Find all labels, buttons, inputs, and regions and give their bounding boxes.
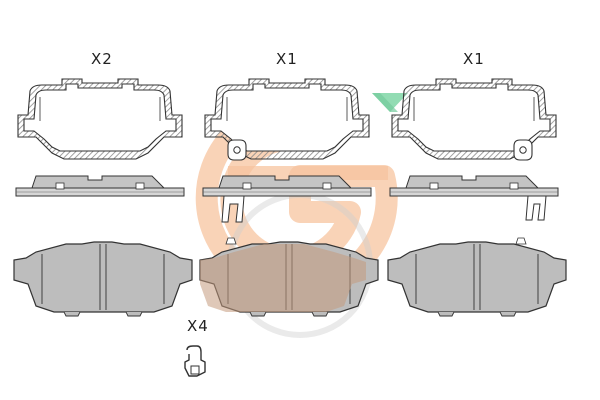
quantity-label-1: X2 [91,50,113,68]
wear-sensor-3-icon [513,139,533,161]
sensor-clip-3-side [525,195,547,221]
pad-1-top-view [17,78,183,160]
pad-set-3 [387,78,567,317]
pad-1-side-view [15,175,185,197]
quantity-label-2: X1 [276,50,298,68]
pad-3-front-view [387,241,567,317]
pad-set-1 [13,78,193,317]
pad-1-front-view [13,241,193,317]
quantity-label-clips: X4 [187,317,209,335]
retaining-clip-icon [184,345,206,377]
sensor-clip-2-side [221,195,245,223]
wear-sensor-2-icon [227,139,247,161]
pad-set-2 [199,78,379,317]
quantity-label-3: X1 [463,50,485,68]
pad-3-side-view [389,175,559,197]
